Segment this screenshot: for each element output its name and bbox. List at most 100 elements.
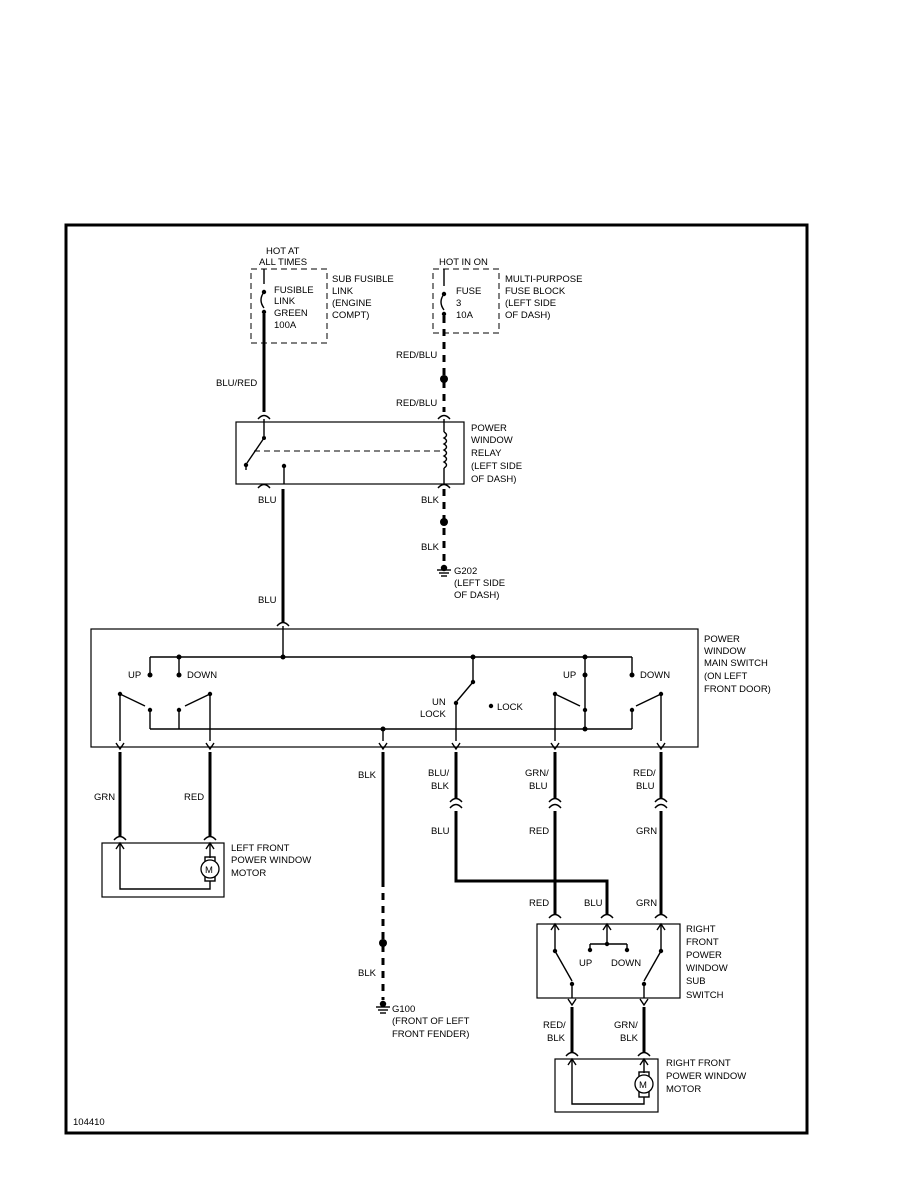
fusible-link-box-line2: LINK <box>274 296 296 307</box>
wire-label-blu-blk-line2: BLK <box>431 781 450 792</box>
fusible-link: HOT AT ALL TIMES FUSIBLE LINK GREEN 100A… <box>216 246 394 412</box>
left-front-motor: M LEFT FRONT POWER WINDOW MOTOR <box>101 835 311 898</box>
fuse-block-desc-line4: OF DASH) <box>505 310 550 321</box>
fusible-link-desc-line4: COMPT) <box>332 310 369 321</box>
wire-label-red-blk-line1: RED/ <box>543 1020 566 1031</box>
sub-switch-desc-line4: WINDOW <box>686 963 728 974</box>
sub-switch-desc-line3: POWER <box>686 950 722 961</box>
g100-line2: (FRONT OF LEFT <box>392 1016 470 1027</box>
left-motor-desc-line3: MOTOR <box>231 868 266 879</box>
right-motor-box <box>554 1058 659 1113</box>
wire-label-red-blu-3-line2: BLU <box>636 781 655 792</box>
sub-switch-desc-line5: SUB <box>686 976 706 987</box>
right-motor-desc-line3: MOTOR <box>666 1084 701 1095</box>
main-switch-down-right: DOWN <box>640 670 670 681</box>
wire-label-grn-1: GRN <box>94 792 115 803</box>
sub-switch-desc-line6: SWITCH <box>686 990 724 1001</box>
relay-desc-line2: WINDOW <box>471 435 513 446</box>
right-motor-symbol: M <box>639 1080 647 1091</box>
wire-label-red-blu-2: RED/BLU <box>396 398 437 409</box>
fuse-box-line3: 10A <box>456 310 474 321</box>
main-switch-desc-line2: WINDOW <box>704 646 746 657</box>
main-switch-desc-line5: FRONT DOOR) <box>704 684 771 695</box>
wire-label-blu-blk-line1: BLU/ <box>428 768 449 779</box>
main-switch-up-right: UP <box>563 670 576 681</box>
main-switch-unlock-line2: LOCK <box>420 709 447 720</box>
wire-label-blu-red: BLU/RED <box>216 378 257 389</box>
wire-label-grn-2: GRN <box>636 826 657 837</box>
hot-in-on-label: HOT IN ON <box>439 257 488 268</box>
relay-desc-line3: RELAY <box>471 448 502 459</box>
wire-label-grn-blk-line2: BLK <box>620 1033 639 1044</box>
wire-label-blk-1: BLK <box>421 495 440 506</box>
sub-switch-up: UP <box>579 958 592 969</box>
sub-switch-desc-line2: FRONT <box>686 937 719 948</box>
wire-label-blk-2: BLK <box>421 542 440 553</box>
fuse-block-box <box>432 268 500 334</box>
sub-switch-box <box>536 923 681 999</box>
wire-label-blu-3: BLU <box>431 826 450 837</box>
main-switch-unlock-line1: UN <box>432 697 446 708</box>
right-motor-desc-line2: POWER WINDOW <box>666 1071 746 1082</box>
main-switch-up-left: UP <box>128 670 141 681</box>
wire-label-grn-blu-line1: GRN/ <box>525 768 549 779</box>
wire-label-red-blu-3-line1: RED/ <box>633 768 656 779</box>
fusible-link-desc-line1: SUB FUSIBLE <box>332 274 394 285</box>
left-motor-desc-line2: POWER WINDOW <box>231 855 311 866</box>
right-front-sub-switch: UP DOWN RIGHT FRONT POWER WINDOW SUB SWI… <box>536 913 728 1001</box>
wire-label-grn-blu-line2: BLU <box>529 781 548 792</box>
relay-desc-line4: (LEFT SIDE <box>471 461 522 472</box>
hot-at-all-times-line2: ALL TIMES <box>259 257 307 268</box>
power-window-relay: POWER WINDOW RELAY (LEFT SIDE OF DASH) <box>235 414 522 489</box>
relay-box <box>235 421 465 485</box>
left-motor-desc-line1: LEFT FRONT <box>231 843 290 854</box>
g202-line3: OF DASH) <box>454 590 499 601</box>
g202-line2: (LEFT SIDE <box>454 578 505 589</box>
ground-g100: G100 (FRONT OF LEFT FRONT FENDER) <box>376 1000 470 1040</box>
main-switch-desc-line4: (ON LEFT <box>704 671 747 682</box>
relay-desc-line1: POWER <box>471 423 507 434</box>
figure-id: 104410 <box>73 1117 105 1128</box>
wire-label-red-blk-line2: BLK <box>547 1033 566 1044</box>
fusible-link-box-line4: 100A <box>274 320 297 331</box>
g100-line1: G100 <box>392 1004 415 1015</box>
relay-desc-line5: OF DASH) <box>471 474 516 485</box>
wire-label-blu-1: BLU <box>258 495 277 506</box>
fuse-block-desc-line1: MULTI-PURPOSE <box>505 274 582 285</box>
fuse-box-line1: FUSE <box>456 286 481 297</box>
wire-label-grn-blk-line1: GRN/ <box>614 1020 638 1031</box>
g100-line3: FRONT FENDER) <box>392 1029 469 1040</box>
main-switch-down-left: DOWN <box>187 670 217 681</box>
wire-label-red-3: RED <box>529 898 549 909</box>
main-switch-lock: LOCK <box>497 702 524 713</box>
fuse-box-line2: 3 <box>456 298 461 309</box>
wire-label-blk-4: BLK <box>358 968 377 979</box>
right-motor-desc-line1: RIGHT FRONT <box>666 1058 731 1069</box>
fusible-link-box-line1: FUSIBLE <box>274 285 314 296</box>
left-motor-symbol-circle <box>200 859 220 879</box>
ground-g202-branch: BLK BLK G202 (LEFT SIDE OF DASH) <box>421 489 505 601</box>
fusible-link-desc-line2: LINK <box>332 286 354 297</box>
power-window-main-switch: UP DOWN UP DOWN UN LOCK LOCK <box>90 626 771 751</box>
g202-line1: G202 <box>454 566 477 577</box>
fuse-block-desc-line2: FUSE BLOCK <box>505 286 566 297</box>
diagram-border <box>64 223 809 1135</box>
fuse-3: HOT IN ON FUSE 3 10A MULTI-PURPOSE FUSE … <box>396 257 582 412</box>
right-motor-symbol-circle <box>634 1074 654 1094</box>
wire-label-blu-2: BLU <box>258 595 277 606</box>
main-switch-desc-line1: POWER <box>704 634 740 645</box>
hot-at-all-times-line1: HOT AT <box>266 246 300 257</box>
main-switch-desc-line3: MAIN SWITCH <box>704 658 768 669</box>
fusible-link-desc-line3: (ENGINE <box>332 298 372 309</box>
wire-label-blu-4: BLU <box>584 898 603 909</box>
sub-switch-desc-line1: RIGHT <box>686 924 716 935</box>
wire-label-grn-3: GRN <box>636 898 657 909</box>
wire-label-red-blu-1: RED/BLU <box>396 350 437 361</box>
fuse-block-desc-line3: (LEFT SIDE <box>505 298 556 309</box>
left-motor-box <box>101 842 225 898</box>
fusible-link-box-line3: GREEN <box>274 308 308 319</box>
wire-label-red-2: RED <box>529 826 549 837</box>
wire-label-blk-3: BLK <box>358 770 377 781</box>
sub-switch-down: DOWN <box>611 958 641 969</box>
